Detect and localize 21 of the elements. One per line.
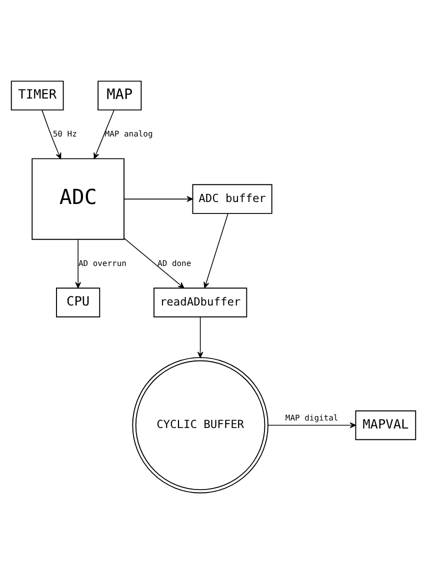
arrow <box>204 213 228 288</box>
edge-label: AD done <box>158 258 192 268</box>
node-box: MAP <box>98 80 142 110</box>
edge-label: 50 Hz <box>52 129 77 138</box>
arrow <box>75 239 81 288</box>
arrow <box>94 110 114 160</box>
arrow <box>42 110 62 160</box>
node-box: CPU <box>56 288 100 318</box>
node-box: readADbuffer <box>154 288 248 318</box>
node-box: ADC buffer <box>192 184 272 214</box>
node-box: MAPVAL <box>355 410 416 440</box>
node-circle: CYCLIC BUFFER <box>132 357 268 494</box>
arrow <box>124 196 193 202</box>
edge-label: MAP digital <box>285 413 338 422</box>
arrow <box>268 422 356 428</box>
node-box: TIMER <box>10 80 64 110</box>
edge-label: MAP analog <box>104 129 153 138</box>
edge-label: AD overrun <box>78 258 126 268</box>
arrow <box>197 316 204 358</box>
arrow <box>124 238 184 288</box>
node-box: ADC <box>32 158 124 240</box>
